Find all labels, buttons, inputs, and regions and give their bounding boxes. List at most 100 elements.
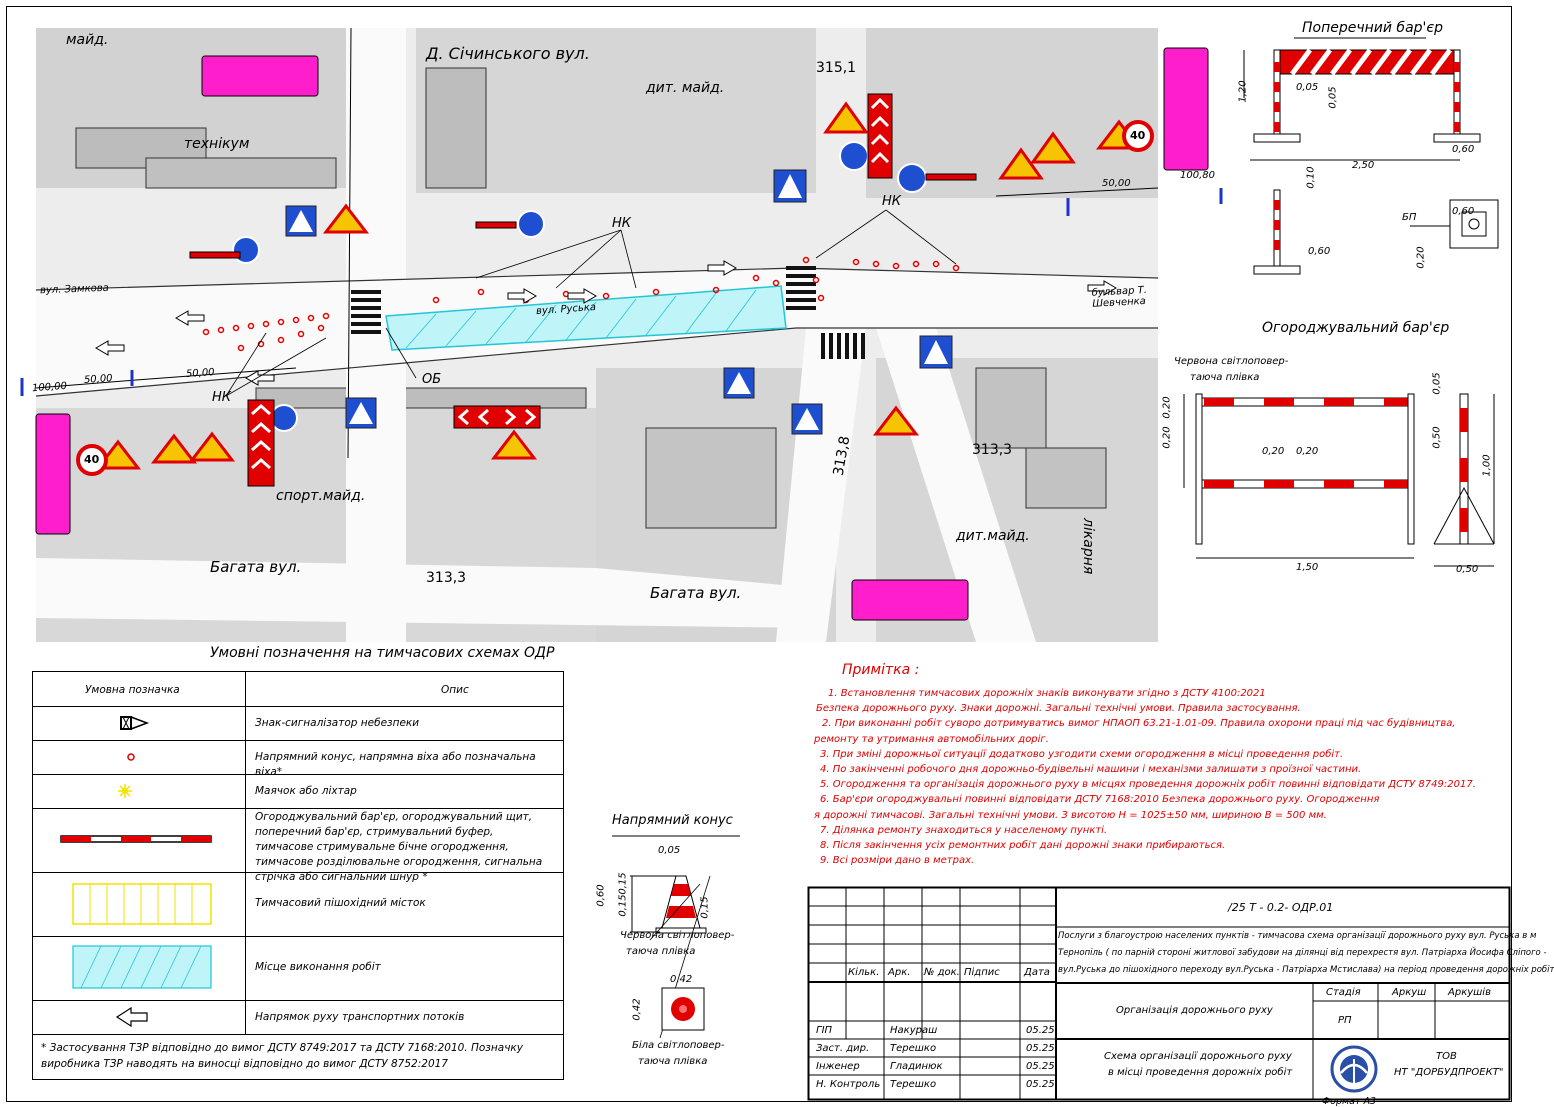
cone-dim-005: 0,05 (658, 845, 681, 856)
drawing-code: /25 Т - 0.2- ОДР.01 (1228, 901, 1334, 914)
hazard-signal-icon (120, 716, 150, 730)
title-block: /25 Т - 0.2- ОДР.01 Послуги з благоустро… (807, 886, 1554, 1101)
playground-label-1: дит. майд. (646, 80, 725, 96)
street-bahata-label-1: Багата вул. (210, 558, 302, 576)
cross-barrier-dim-005b: 0,05 (1327, 86, 1339, 109)
cone-dim-042b: 0,42 (631, 998, 643, 1021)
note-line-6: 5. Огородження та організація дорожнього… (820, 779, 1476, 791)
site-map: Д. Січинського вул. вул. Замкова вул. Ру… (20, 27, 1223, 642)
dim-50-left: 50,00 (83, 373, 113, 386)
cross-barrier-dim-120: 1,20 (1237, 80, 1249, 103)
scheme-title-2: в місці проведення дорожніх робіт (1108, 1067, 1293, 1078)
col-ndok: № док. (924, 967, 960, 978)
note-line-2: 2. При виконанні робіт суворо дотримуват… (822, 718, 1456, 730)
barrier-drawings (1183, 37, 1499, 567)
notes-title: Примітка : (842, 662, 920, 678)
note-line-10: 8. Після закінчення усіх ремонтних робіт… (820, 840, 1226, 852)
cross-barrier-dim-005a: 0,05 (1296, 82, 1319, 93)
fence-barrier-title: Огороджувальний бар'єр (1262, 320, 1450, 336)
elevation-313-3a: 313,3 (426, 570, 467, 586)
note-line-9: 7. Ділянка ремонту знаходиться у населен… (820, 824, 1108, 836)
dim-50-right: 50,00 (1102, 178, 1131, 189)
legend-col-symbol: Умовна позначка (85, 684, 180, 696)
zast-label: Заст. дир. (816, 1043, 870, 1054)
gip-name: Накураш (890, 1025, 938, 1036)
note-line-7: 6. Бар'єри огороджувальні повинні відпов… (820, 794, 1380, 806)
playground-label-2: дит.майд. (956, 528, 1030, 544)
cone-dim-015a: 0,15 (617, 872, 629, 895)
arkush-label: Аркуш (1392, 987, 1427, 998)
nkontr-name: Терешко (890, 1079, 937, 1090)
notes-list: 1. Встановлення тимчасових дорожніх знак… (814, 686, 1514, 868)
cone-film-red-2: таюча плівка (626, 946, 696, 957)
stadia-value: РП (1338, 1015, 1352, 1026)
legend-desc-0: Знак-сигналізатор небезпеки (255, 717, 420, 729)
legend-row-footbridge: Тимчасовий пішохідний місток (33, 872, 563, 937)
cross-barrier-dim-020: 0,20 (1415, 246, 1427, 269)
ground-label: майд. (66, 32, 109, 48)
nkontr-label: Н. Контроль (816, 1079, 881, 1090)
cone-dim-042a: 0,42 (670, 974, 693, 985)
cross-barrier-dim-060b: 0,60 (1308, 246, 1331, 257)
dim-50-mid: 50,00 (185, 367, 215, 380)
legend-row-cone: Напрямний конус, напрямна віха або позна… (33, 740, 563, 778)
project-desc-3: вул.Руська до пішохідного переходу вул.Р… (1058, 965, 1554, 975)
legend-header-row: Умовна позначка Опис (33, 672, 563, 707)
cross-barrier-dim-bp: БП (1402, 212, 1417, 223)
drawing-sheet: Д. Січинського вул. вул. Замкова вул. Ру… (6, 6, 1554, 1107)
fence-film-2: таюча плівка (1190, 372, 1260, 383)
elevation-313-3b: 313,3 (972, 442, 1013, 458)
project-desc-1: Послуги з благоустрою населених пунктів … (1058, 931, 1537, 941)
legend-table: Умовна позначка Опис Знак-сигналізатор н… (32, 671, 564, 1080)
legend-footnote: * Застосування ТЗР відповідно до вимог Д… (41, 1042, 523, 1070)
legend-row-workzone: Місце виконання робіт (33, 936, 563, 1001)
note-line-11: 9. Всі розміри дано в метрах. (820, 855, 975, 867)
fence-dim-005: 0,05 (1431, 372, 1443, 395)
nk-label-2: НК (882, 194, 902, 209)
hospital-label: лікарня (1080, 518, 1096, 575)
col-ark: Арк. (888, 967, 911, 978)
legend-row-beacon: Маячок або ліхтар (33, 774, 563, 809)
legend-row-hazard-signal: Знак-сигналізатор небезпеки (33, 706, 563, 741)
legend-desc-2: Маячок або ліхтар (255, 785, 357, 797)
cone-dim-015c: 0,15 (699, 896, 711, 919)
fence-dim-050a: 0,50 (1431, 426, 1443, 449)
fence-dim-020c: 0,20 (1296, 446, 1319, 457)
cone-dim-015b: 0,15 (617, 894, 629, 917)
fence-film-1: Червона світлоповер- (1174, 356, 1289, 367)
workzone-icon (72, 945, 212, 989)
title-block-grid (807, 886, 1511, 1101)
cone-film-red-1: Червона світлоповер- (620, 930, 735, 941)
speed-40-sign-right: 40 (1130, 129, 1146, 142)
stadia-label: Стадія (1326, 987, 1361, 998)
nkontr-date: 05.25 (1026, 1079, 1055, 1090)
fence-dim-020d: 0,20 (1161, 426, 1173, 449)
dim-100-right: 100,80 (1180, 170, 1215, 181)
street-bahata-label-2: Багата вул. (650, 584, 742, 602)
barrier-icon (60, 835, 212, 843)
legend-header-symbol-cell (33, 672, 246, 706)
fence-dim-020a: 0,20 (1161, 396, 1173, 419)
legend-desc-3: Огороджувальний бар'єр, огороджувальний … (255, 811, 543, 883)
legend-row-barrier: Огороджувальний бар'єр, огороджувальний … (33, 808, 563, 883)
arkushiv-label: Аркушів (1448, 987, 1491, 998)
speed-40-sign-left: 40 (84, 453, 100, 466)
site-map-drawing (20, 27, 1223, 642)
cross-barrier-title: Поперечний бар'єр (1302, 20, 1443, 36)
section-title: Організація дорожнього руху (1116, 1005, 1273, 1016)
inzh-name: Гладинюк (890, 1061, 943, 1072)
legend-col-desc: Опис (441, 684, 469, 696)
gip-date: 05.25 (1026, 1025, 1055, 1036)
col-kilk: Кільк. (848, 967, 880, 978)
elevation-315-1: 315,1 (816, 60, 857, 76)
legend-row-traffic-direction: Напрямок руху транспортних потоків (33, 1000, 563, 1035)
col-pidpys: Підпис (964, 967, 1000, 978)
note-line-1: Безпека дорожнього руху. Знаки дорожні. … (816, 703, 1301, 715)
sport-ground-label: спорт.майд. (276, 488, 366, 504)
note-line-5: 4. По закінченні робочого дня дорожньо-б… (820, 764, 1362, 776)
cross-barrier-dim-060c: 0,60 (1452, 206, 1475, 217)
company-logo-icon (1330, 1045, 1378, 1093)
cone-title: Напрямний конус (612, 813, 733, 828)
sheet-border (6, 6, 1512, 1102)
note-line-3: ремонту та утримання автомобільних доріг… (814, 733, 1049, 745)
